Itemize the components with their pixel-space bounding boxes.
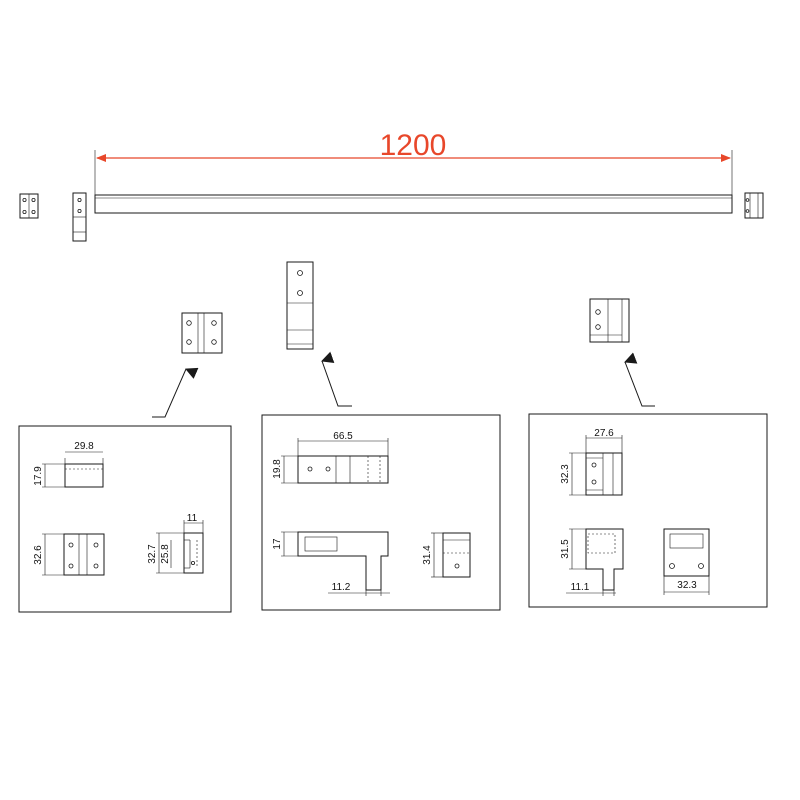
middle-top-view: 66.5 19.8	[272, 431, 389, 484]
rail-bar	[94, 194, 733, 214]
middle-height-top-label: 19.8	[272, 459, 283, 479]
end-bracket-left-tall	[72, 192, 87, 242]
end-bracket-right	[744, 192, 764, 219]
middle-side-height-label: 31.4	[422, 545, 433, 565]
left-side-height-outer-label: 32.7	[147, 544, 158, 564]
middle-side-view: 31.4	[422, 532, 471, 578]
right-width-top-label: 27.6	[594, 428, 614, 439]
middle-length-top-label: 66.5	[333, 431, 353, 442]
end-bracket-left-small	[19, 193, 39, 219]
right-height-top-label: 32.3	[560, 464, 571, 484]
callout-right-part	[589, 298, 655, 407]
left-side-height-inner-label: 25.8	[160, 544, 171, 564]
callout-middle-part	[286, 261, 352, 407]
right-face-view: 32.3	[663, 528, 710, 595]
right-height-front-label: 31.5	[560, 539, 571, 559]
left-front-view: 32.6	[33, 533, 105, 576]
callout-left-part	[152, 312, 223, 418]
overall-length-label: 1200	[380, 129, 447, 162]
detail-panel-right: 27.6 32.3 31.5 11.1	[528, 413, 768, 608]
right-front-view: 31.5 11.1	[560, 528, 624, 596]
detail-panel-middle: 66.5 19.8 17 11.2	[261, 414, 501, 611]
middle-front-view: 17 11.2	[272, 531, 390, 596]
left-height-front-label: 32.6	[33, 545, 44, 565]
middle-height-front-label: 17	[272, 538, 283, 550]
left-width-top-label: 29.8	[74, 441, 94, 452]
right-tab-width-label: 11.1	[571, 582, 590, 593]
detail-panel-left: 29.8 17.9 32.6	[18, 425, 232, 613]
rail-assembly: 1200	[19, 129, 764, 242]
left-height-top-label: 17.9	[33, 466, 44, 486]
left-side-view: 11 32.7 25.8	[147, 513, 204, 574]
right-top-view: 27.6 32.3	[560, 428, 623, 496]
right-face-width-label: 32.3	[677, 580, 697, 591]
left-top-view: 29.8 17.9	[33, 441, 104, 488]
middle-tab-width-label: 11.2	[332, 582, 351, 593]
left-side-width-label: 11	[187, 513, 198, 524]
